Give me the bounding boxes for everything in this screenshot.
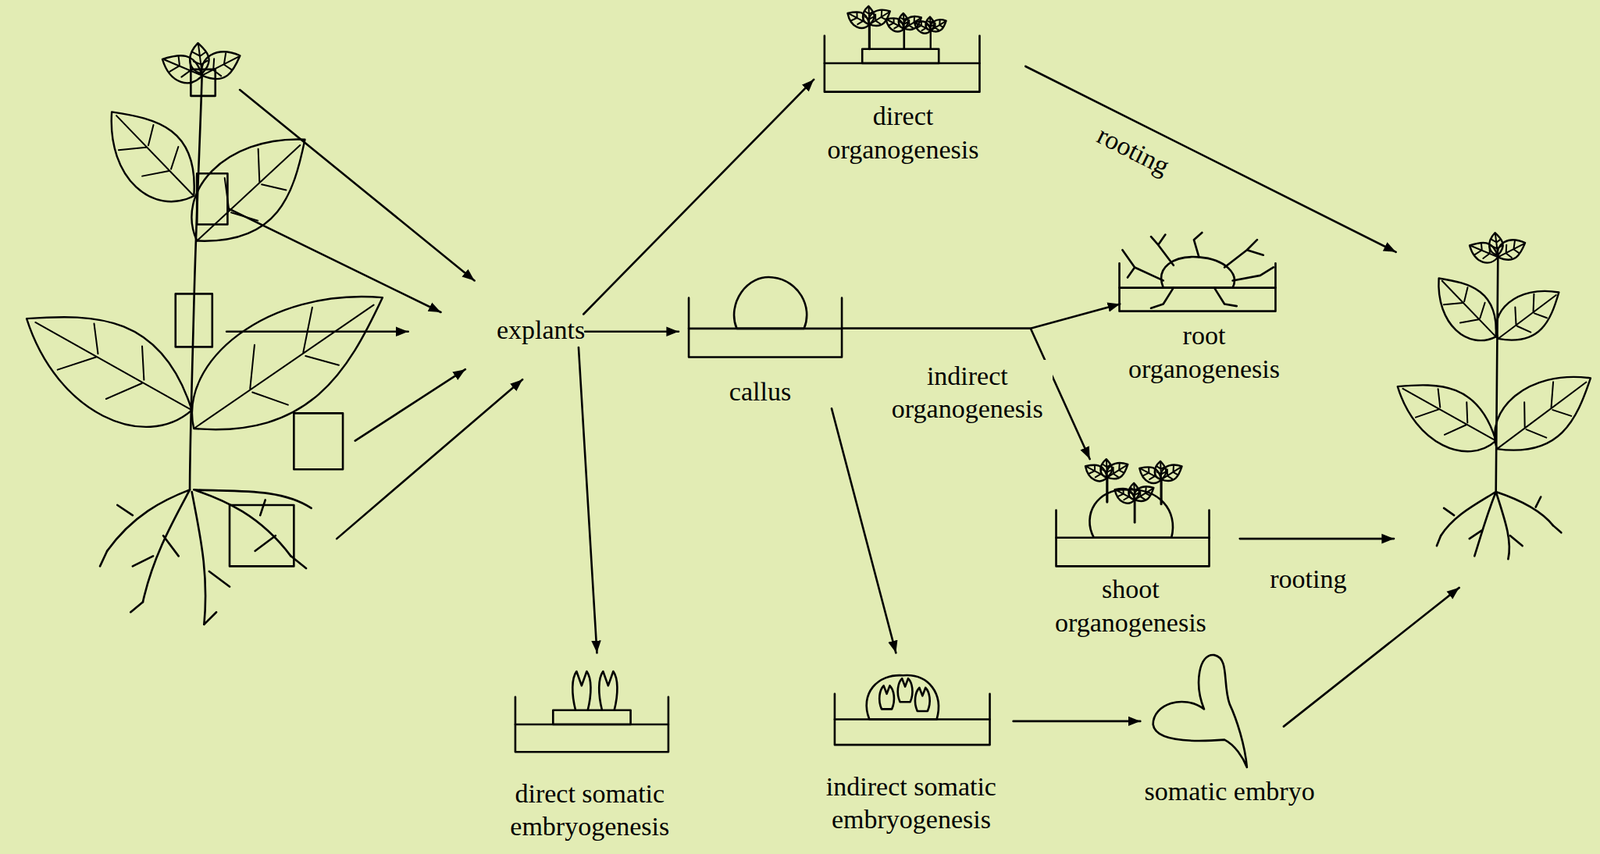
arrow-label: rooting xyxy=(1266,563,1350,597)
dish-node: root organogenesis xyxy=(1119,232,1289,386)
culture-dish xyxy=(824,4,980,92)
embryo-shape xyxy=(1153,655,1248,768)
dish-node: indirect somatic embryogenesis xyxy=(808,652,1013,837)
node-label: explants xyxy=(496,313,585,348)
explant-arrows xyxy=(226,89,523,539)
culture-dish xyxy=(688,277,842,357)
dish-node: explants xyxy=(496,313,585,348)
dish-node: direct organogenesis xyxy=(813,7,993,167)
source-plant xyxy=(3,42,409,625)
connector-arrow xyxy=(841,303,1120,328)
connector-arrow xyxy=(1013,720,1141,724)
culture-dish xyxy=(1055,458,1209,567)
dish-node: shoot organogenesis xyxy=(1046,459,1216,640)
node-label: direct somatic embryogenesis xyxy=(502,777,677,845)
node-label: shoot organogenesis xyxy=(1046,573,1216,640)
node-label: root organogenesis xyxy=(1119,319,1289,386)
dish-node: callus xyxy=(678,273,842,409)
connector-arrow xyxy=(578,347,598,653)
connector-arrow xyxy=(583,79,814,315)
arrow-label: rooting xyxy=(1088,117,1178,185)
edge-label: indirect organogenesis xyxy=(882,359,1053,427)
culture-dish xyxy=(834,675,991,745)
culture-dish xyxy=(515,671,669,752)
connector-arrow xyxy=(584,330,679,333)
connector-arrow xyxy=(831,408,896,653)
node-label: somatic embryo xyxy=(1140,775,1319,809)
node-label: indirect somatic embryogenesis xyxy=(808,770,1013,838)
node-label: callus xyxy=(678,375,842,410)
dish-node: direct somatic embryogenesis xyxy=(502,652,677,844)
dish-node: somatic embryo xyxy=(1140,652,1319,809)
regenerated-plant xyxy=(1383,231,1600,560)
culture-dish xyxy=(1119,232,1276,312)
node-label: direct organogenesis xyxy=(813,99,993,167)
rooting-arrows xyxy=(1025,66,1459,727)
connector-arrow xyxy=(841,328,1091,460)
